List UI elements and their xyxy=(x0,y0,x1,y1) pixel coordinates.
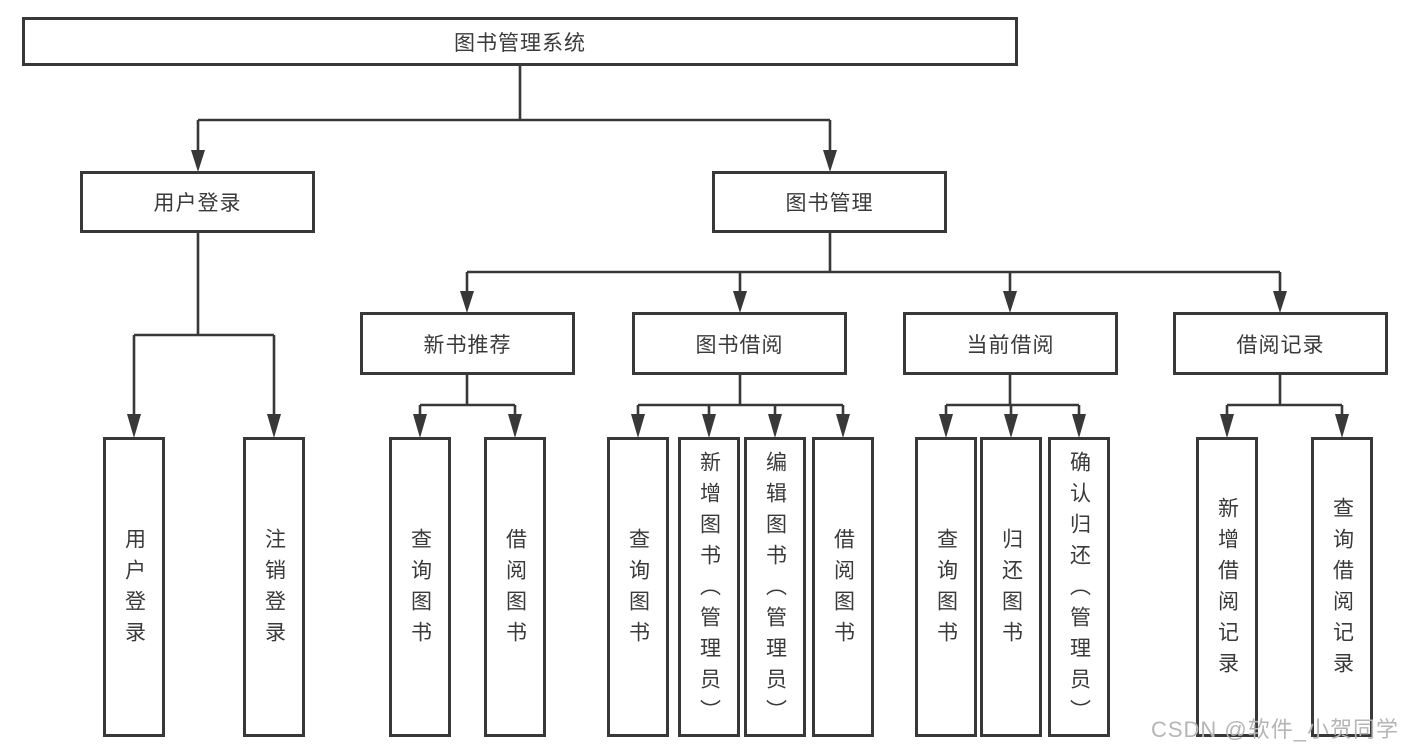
leaf-confirm-return-admin: 确认归还（管理员） xyxy=(1048,437,1110,737)
leaf-query-book-3: 查询图书 xyxy=(915,437,977,737)
node-new-book-recommend: 新书推荐 xyxy=(360,312,575,375)
node-user-login: 用户登录 xyxy=(80,171,315,233)
csdn-watermark: CSDN @软件_小贺同学 xyxy=(1150,717,1399,742)
leaf-add-borrow-record: 新增借阅记录 xyxy=(1196,437,1258,737)
leaf-borrow-book-2: 借阅图书 xyxy=(812,437,874,737)
node-book-management: 图书管理 xyxy=(712,171,947,233)
leaf-query-book-1: 查询图书 xyxy=(389,437,451,737)
leaf-query-borrow-record: 查询借阅记录 xyxy=(1311,437,1373,737)
node-current-borrow: 当前借阅 xyxy=(903,312,1118,375)
leaf-user-login: 用户登录 xyxy=(103,437,165,737)
leaf-borrow-book-1: 借阅图书 xyxy=(484,437,546,737)
leaf-edit-book-admin: 编辑图书（管理员） xyxy=(744,437,806,737)
node-book-borrow: 图书借阅 xyxy=(632,312,847,375)
leaf-logout: 注销登录 xyxy=(243,437,305,737)
leaf-return-book: 归还图书 xyxy=(980,437,1042,737)
node-borrow-record: 借阅记录 xyxy=(1173,312,1388,375)
node-library-system: 图书管理系统 xyxy=(22,17,1018,66)
leaf-add-book-admin: 新增图书（管理员） xyxy=(678,437,740,737)
leaf-query-book-2: 查询图书 xyxy=(607,437,669,737)
